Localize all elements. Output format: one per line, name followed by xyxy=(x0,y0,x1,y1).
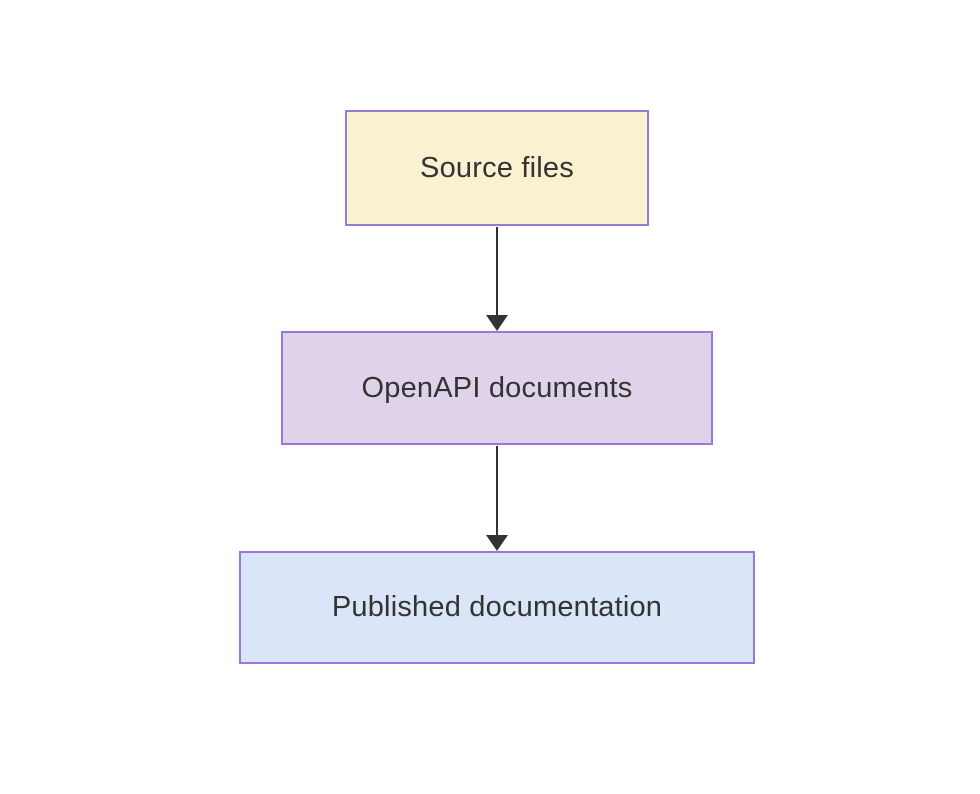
node-source-files: Source files xyxy=(345,110,649,226)
node-openapi-documents-label: OpenAPI documents xyxy=(361,371,633,404)
edge-source-to-openapi xyxy=(486,227,508,331)
node-published-documentation-label: Published documentation xyxy=(331,591,663,623)
node-source-files-label: Source files xyxy=(420,151,574,184)
edge-openapi-to-published xyxy=(486,446,508,551)
arrowhead-down-icon xyxy=(486,315,508,331)
node-openapi-documents: OpenAPI documents xyxy=(281,331,713,445)
node-published-documentation: Published documentation xyxy=(239,551,755,664)
arrowhead-down-icon xyxy=(486,535,508,551)
